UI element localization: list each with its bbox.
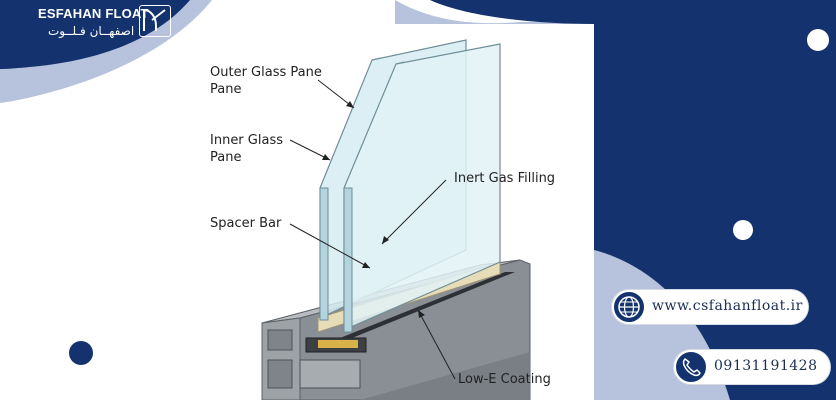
- phone-link[interactable]: 09131191428: [674, 350, 830, 384]
- decor-dot: [69, 341, 93, 365]
- decor-dot: [807, 29, 829, 51]
- glass-panes: [319, 39, 501, 333]
- brand-name-en: ESFAHAN FLOAT: [38, 6, 149, 21]
- brand-name-fa: اصفهــان فـلــوت: [48, 24, 135, 38]
- globe-icon: [612, 290, 646, 324]
- website-text: www.csfahanfloat.ir: [652, 298, 803, 314]
- label-inert-gas-filling: Inert Gas Filling: [454, 171, 556, 186]
- header-swoosh: [0, 0, 190, 69]
- decor-dot: [733, 220, 753, 240]
- leader-arrowheads: [322, 101, 425, 318]
- website-link[interactable]: www.csfahanfloat.ir: [612, 290, 808, 324]
- brand-mark-icon: [139, 5, 171, 37]
- phone-icon: [674, 350, 708, 384]
- label-outer-glass-pane: Outer Glass Pane Pane: [210, 65, 322, 97]
- label-low-e-coating: Low-E Coating: [458, 372, 551, 387]
- leader-lines: [289, 79, 456, 380]
- label-spacer-bar: Spacer Bar: [210, 216, 282, 231]
- phone-text: 09131191428: [714, 358, 818, 374]
- brand-logo[interactable]: ESFAHAN FLOAT اصفهــان فـلــوت: [28, 3, 174, 43]
- label-inner-glass-pane: Inner Glass Pane: [210, 133, 283, 165]
